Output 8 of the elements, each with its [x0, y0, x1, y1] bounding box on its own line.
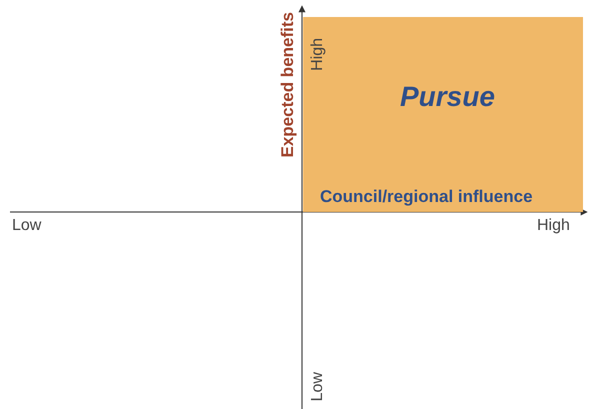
axis-tick-label: Low	[12, 217, 42, 235]
quadrant-box	[303, 17, 583, 212]
axis-title: Council/regional influence	[320, 187, 533, 207]
axis-title: Expected benefits	[278, 12, 298, 158]
axis-tick-label: High	[537, 217, 570, 235]
axis-tick-label: High	[309, 38, 327, 71]
quadrant-label: Pursue	[400, 81, 495, 113]
axis-tick-label: Low	[309, 372, 327, 402]
